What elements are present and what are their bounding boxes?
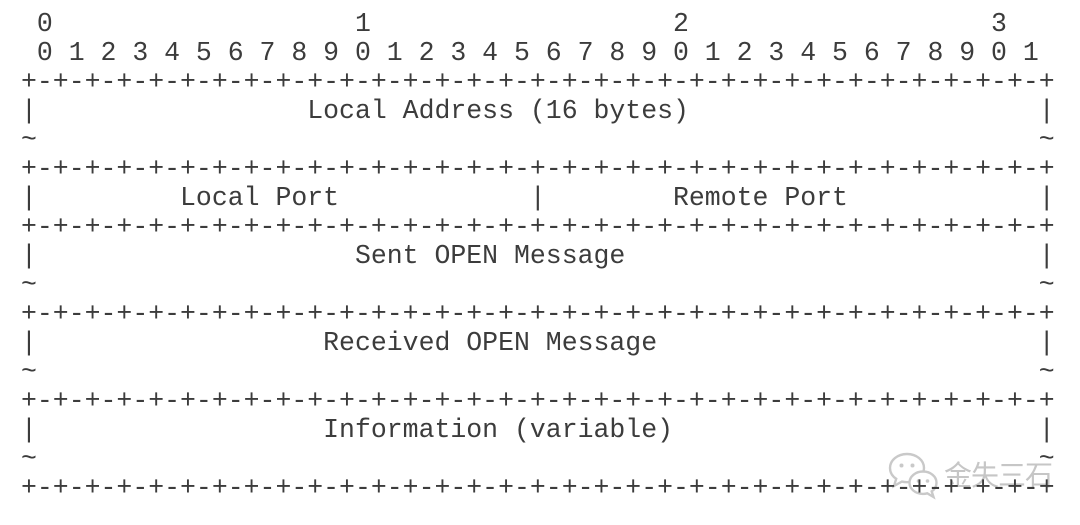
watermark-text: 金失三石 — [944, 459, 1053, 492]
wechat-icon — [888, 452, 938, 500]
packet-diagram: 0 1 2 3 0 1 2 3 4 5 6 7 8 9 0 1 2 3 4 5 … — [21, 9, 1055, 503]
watermark: 金失三石 — [884, 448, 1053, 500]
